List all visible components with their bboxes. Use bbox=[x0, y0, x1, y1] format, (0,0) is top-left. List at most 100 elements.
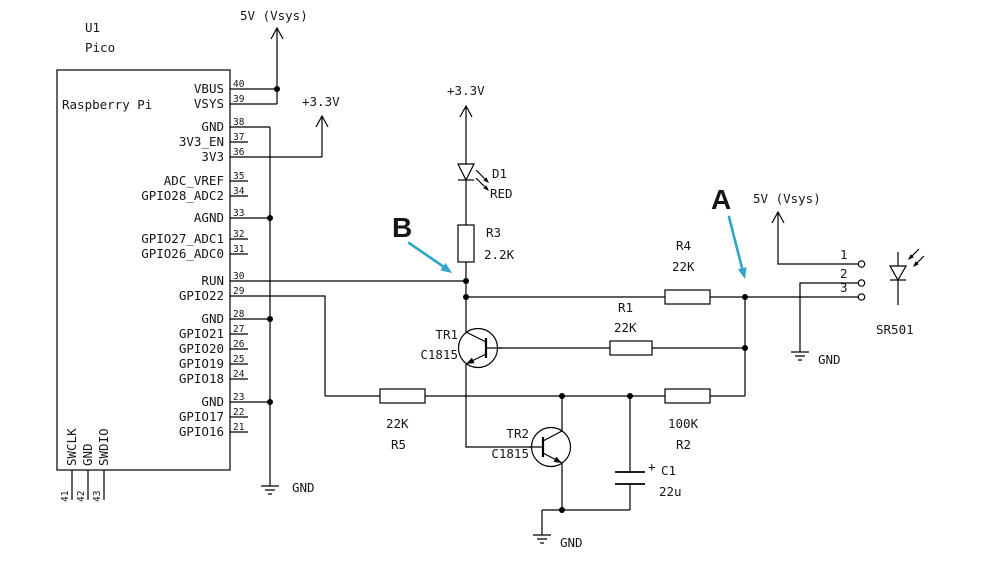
transistor-tr1 bbox=[457, 327, 502, 369]
pico-pin-label: 3V3_EN bbox=[179, 134, 224, 149]
gnd-left-label: GND bbox=[292, 480, 315, 495]
pico-pin-number: 28 bbox=[233, 309, 245, 320]
pico-pin-label: GPIO19 bbox=[179, 356, 224, 371]
pico-pin-number: 34 bbox=[233, 186, 245, 197]
pico-pin-label: VBUS bbox=[194, 81, 224, 96]
pico-pin-label: GPIO21 bbox=[179, 326, 224, 341]
d1-color-label: RED bbox=[490, 186, 513, 201]
pico-pin-label: GND bbox=[201, 394, 224, 409]
r1-refdes: R1 bbox=[618, 300, 633, 315]
component-labels: D1 RED R3 2.2K TR1 C1815 TR2 C1815 22K R… bbox=[386, 166, 914, 499]
r3-refdes: R3 bbox=[486, 225, 501, 240]
probe-b-arrow bbox=[407, 241, 446, 269]
probe-a-label: A bbox=[711, 184, 731, 215]
pico-pin-number: 22 bbox=[233, 407, 244, 418]
wires bbox=[71, 26, 925, 544]
connector-sr501 bbox=[857, 260, 866, 301]
junction-dots bbox=[267, 86, 748, 513]
pico-pin-number: 31 bbox=[233, 244, 245, 255]
pico-refdes: U1 bbox=[85, 20, 100, 35]
probe-a-arrowhead bbox=[737, 267, 747, 279]
pico-pin-number: 41 bbox=[60, 490, 71, 502]
pico-pin-label: ADC_VREF bbox=[164, 173, 224, 188]
r2-value: 100K bbox=[668, 416, 699, 431]
led-d1 bbox=[457, 163, 489, 191]
c1-value: 22u bbox=[659, 484, 682, 499]
pico-pin-label: VSYS bbox=[194, 96, 224, 111]
capacitor-c1 bbox=[615, 471, 645, 485]
pico-pin-label: SWDIO bbox=[96, 428, 111, 466]
c1-polarity-mark: + bbox=[648, 459, 656, 474]
pico-pin-number: 40 bbox=[233, 79, 245, 90]
pico-pin-label: AGND bbox=[194, 210, 224, 225]
pico-pin-label: GPIO17 bbox=[179, 409, 224, 424]
power-5v-top-label: 5V (Vsys) bbox=[240, 8, 308, 23]
pico-pin-label: GPIO27_ADC1 bbox=[141, 231, 224, 246]
pico-pin-label: GPIO20 bbox=[179, 341, 224, 356]
resistor-r1 bbox=[609, 340, 653, 356]
pico-pin-number: 26 bbox=[233, 339, 245, 350]
pico-pin-number: 33 bbox=[233, 208, 244, 219]
sensor-refdes: SR501 bbox=[876, 322, 914, 337]
power-3v3-left-label: +3.3V bbox=[302, 94, 340, 109]
pico-pin-number: 29 bbox=[233, 286, 245, 297]
probe-b-label: B bbox=[392, 212, 412, 243]
d1-refdes: D1 bbox=[492, 166, 507, 181]
pico-pin-label: GPIO28_ADC2 bbox=[141, 188, 224, 203]
r3-value: 2.2K bbox=[484, 247, 515, 262]
pico-part-label: Pico bbox=[85, 40, 115, 55]
r2-refdes: R2 bbox=[676, 437, 691, 452]
pico-pin-number: 37 bbox=[233, 132, 244, 143]
gnd-mid-label: GND bbox=[560, 535, 583, 550]
tr2-refdes: TR2 bbox=[506, 426, 529, 441]
pico-pin-number: 24 bbox=[233, 369, 245, 380]
transistor-tr2 bbox=[529, 426, 572, 468]
pico-pin-number: 27 bbox=[233, 324, 244, 335]
pico-pin-number: 35 bbox=[233, 171, 244, 182]
gnd-right-label: GND bbox=[818, 352, 841, 367]
power-5v-right-label: 5V (Vsys) bbox=[753, 191, 821, 206]
pico-pin-label: GND bbox=[80, 443, 95, 466]
r1-value: 22K bbox=[614, 320, 637, 335]
pico-pin-number: 36 bbox=[233, 147, 245, 158]
pico-maker-label: Raspberry Pi bbox=[62, 97, 152, 112]
pico-pin-number: 21 bbox=[233, 422, 245, 433]
pico-pin-label: RUN bbox=[201, 273, 224, 288]
pico-pin-label: GND bbox=[201, 119, 224, 134]
pir-sensor-symbol bbox=[888, 254, 919, 282]
r5-refdes: R5 bbox=[391, 437, 406, 452]
resistor-r4 bbox=[664, 289, 711, 305]
pico-pin-number: 42 bbox=[76, 491, 87, 502]
r4-value: 22K bbox=[672, 259, 695, 274]
pico-ic: U1 Pico Raspberry Pi VBUS VSYS GND 3V3_E… bbox=[56, 20, 245, 502]
connector-pin-number: 2 bbox=[840, 266, 848, 281]
pico-pin-number: 25 bbox=[233, 354, 244, 365]
pico-pin-label: GND bbox=[201, 311, 224, 326]
pico-pin-label: GPIO16 bbox=[179, 424, 224, 439]
connector-pin-number: 1 bbox=[840, 247, 848, 262]
resistor-r2 bbox=[664, 388, 711, 404]
annotation-a: A bbox=[711, 184, 747, 279]
pico-pin-label: 3V3 bbox=[201, 149, 224, 164]
probe-a-arrow bbox=[727, 215, 744, 271]
tr1-part: C1815 bbox=[420, 347, 458, 362]
pico-pin-label: GPIO18 bbox=[179, 371, 224, 386]
pico-pin-number: 32 bbox=[233, 229, 244, 240]
resistor-r3 bbox=[457, 224, 475, 263]
power-labels: 5V (Vsys) +3.3V +3.3V 5V (Vsys) GND GND … bbox=[240, 8, 841, 550]
pico-pin-label: GPIO26_ADC0 bbox=[141, 246, 224, 261]
tr2-part: C1815 bbox=[491, 446, 529, 461]
resistor-r5 bbox=[379, 388, 426, 404]
pico-pin-number: 43 bbox=[92, 491, 103, 502]
annotation-b: B bbox=[392, 212, 452, 273]
connector-pin-number: 3 bbox=[840, 280, 848, 295]
pico-pin-number: 23 bbox=[233, 392, 244, 403]
tr1-refdes: TR1 bbox=[435, 327, 458, 342]
power-3v3-mid-label: +3.3V bbox=[447, 83, 485, 98]
pico-pin-number: 39 bbox=[233, 94, 245, 105]
pico-pin-label: SWCLK bbox=[64, 428, 79, 466]
r5-value: 22K bbox=[386, 416, 409, 431]
c1-refdes: C1 bbox=[661, 463, 676, 478]
